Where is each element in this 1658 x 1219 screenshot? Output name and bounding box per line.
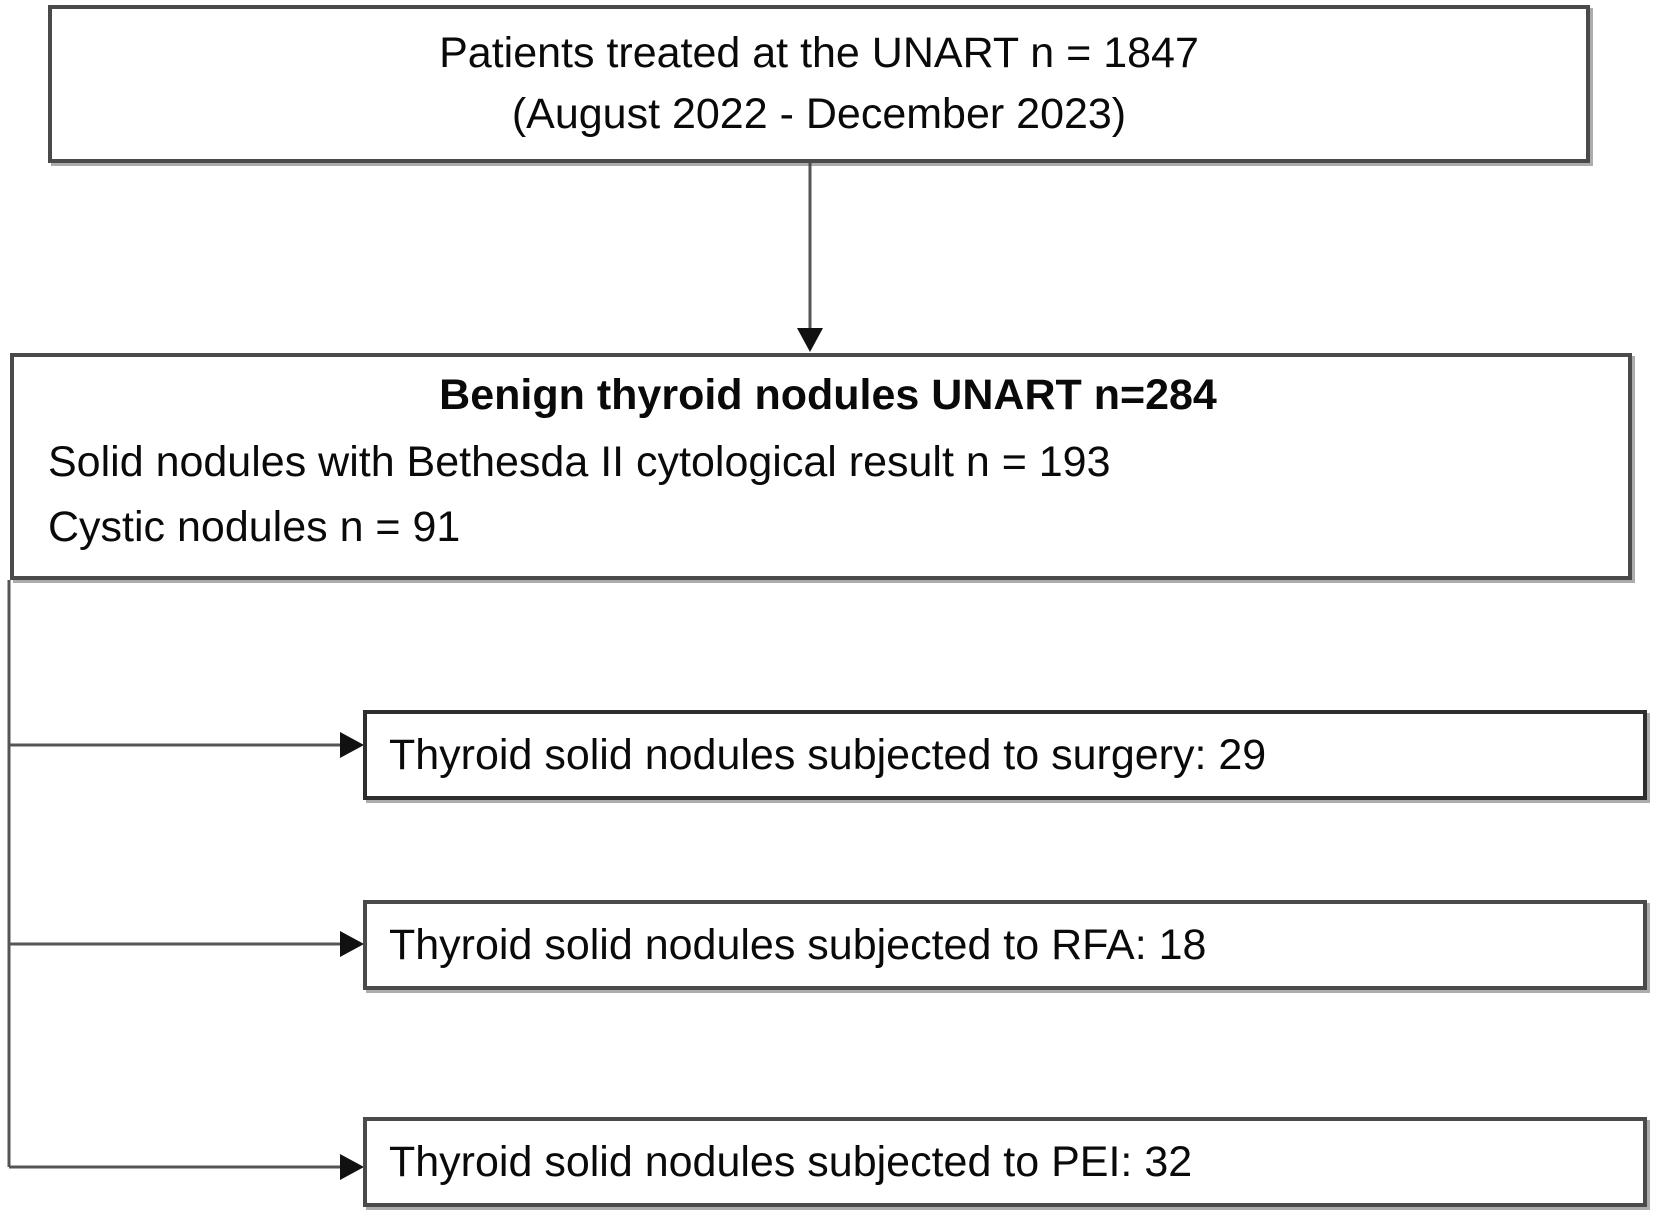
- rfa-label: Thyroid solid nodules subjected to RFA: …: [389, 920, 1207, 969]
- node-surgery: Thyroid solid nodules subjected to surge…: [363, 710, 1647, 800]
- surgery-label: Thyroid solid nodules subjected to surge…: [389, 730, 1267, 779]
- arrowhead-right-icon: [340, 732, 364, 758]
- node-patients-treated: Patients treated at the UNART n = 1847 (…: [48, 5, 1590, 163]
- solid-nodules-line: Solid nodules with Bethesda II cytologic…: [48, 438, 1111, 486]
- patients-treated-line2: (August 2022 - December 2023): [511, 90, 1127, 138]
- arrowhead-right-icon: [340, 931, 364, 957]
- node-benign-nodules: Benign thyroid nodules UNART n=284 Solid…: [10, 353, 1632, 580]
- arrowhead-down-icon: [797, 328, 823, 352]
- node-pei: Thyroid solid nodules subjected to PEI: …: [363, 1117, 1647, 1207]
- pei-label: Thyroid solid nodules subjected to PEI: …: [389, 1137, 1193, 1186]
- node-rfa: Thyroid solid nodules subjected to RFA: …: [363, 900, 1647, 990]
- benign-nodules-title: Benign thyroid nodules UNART n=284: [439, 371, 1217, 419]
- arrowhead-right-icon: [340, 1154, 364, 1180]
- cystic-nodules-line: Cystic nodules n = 91: [48, 503, 461, 551]
- patients-treated-line1: Patients treated at the UNART n = 1847: [439, 28, 1199, 77]
